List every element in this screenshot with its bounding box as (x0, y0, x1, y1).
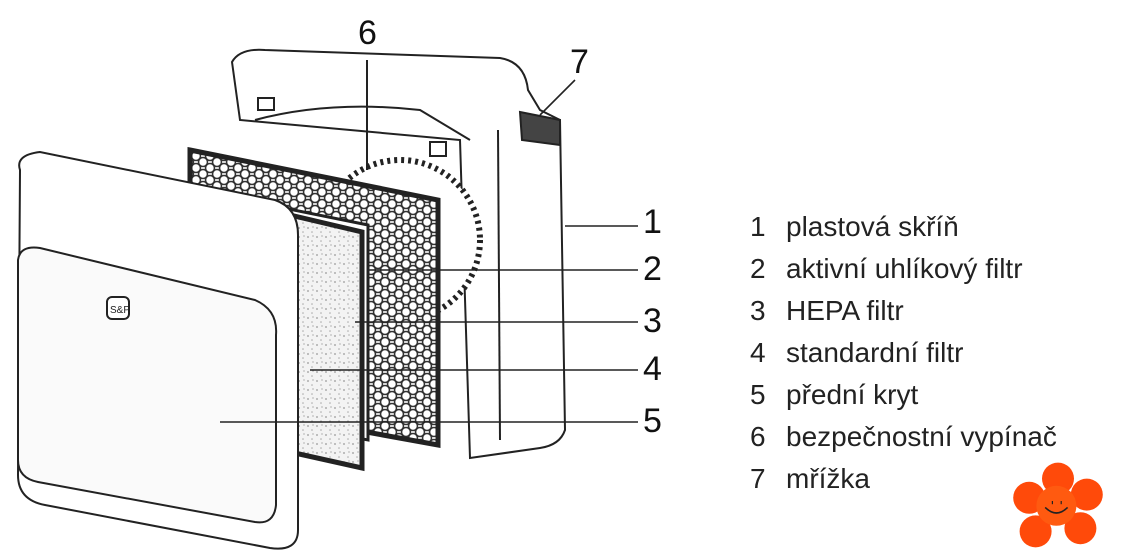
legend-label: mřížka (786, 463, 870, 494)
callout-2: 2 (643, 250, 662, 288)
legend-num: 6 (750, 421, 766, 452)
legend-num: 3 (750, 295, 766, 326)
callout-6: 6 (358, 14, 377, 52)
legend-item: 2 aktivní uhlíkový filtr (750, 248, 1057, 290)
smiley-flower-icon[interactable] (1010, 461, 1106, 553)
legend-num: 5 (750, 379, 766, 410)
legend-item: 7 mřížka (750, 458, 1057, 500)
legend-num: 7 (750, 463, 766, 494)
legend-num: 4 (750, 337, 766, 368)
legend-label: přední kryt (786, 379, 919, 410)
legend-label: standardní filtr (786, 337, 964, 368)
legend-item: 1 plastová skříň (750, 206, 1057, 248)
legend-item: 6 bezpečnostní vypínač (750, 416, 1057, 458)
legend-label: aktivní uhlíkový filtr (786, 253, 1023, 284)
callout-4: 4 (643, 350, 662, 388)
legend-label: bezpečnostní vypínač (786, 421, 1057, 452)
legend-label: plastová skříň (786, 211, 959, 242)
legend-item: 5 přední kryt (750, 374, 1057, 416)
legend-label: HEPA filtr (786, 295, 904, 326)
legend-num: 2 (750, 253, 766, 284)
legend-item: 4 standardní filtr (750, 332, 1057, 374)
plastic-housing (230, 48, 567, 460)
callout-3: 3 (643, 302, 662, 340)
leader-lines (220, 79, 638, 423)
callout-1: 1 (643, 203, 662, 241)
standard-filter (287, 211, 365, 472)
svg-text:S&P: S&P (110, 305, 130, 316)
callout-7: 7 (570, 43, 589, 81)
legend-item: 3 HEPA filtr (750, 290, 1057, 332)
front-cover: S&P (16, 150, 299, 550)
legend-num: 1 (750, 211, 766, 242)
callout-5: 5 (643, 402, 662, 440)
